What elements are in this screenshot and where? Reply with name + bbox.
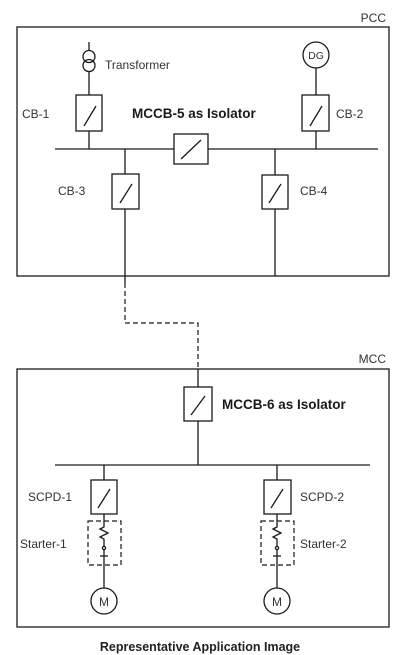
motor-feeder-2 xyxy=(260,465,295,615)
overload-relay-icon xyxy=(271,521,283,546)
scpd1-label: SCPD-1 xyxy=(28,490,72,504)
switch-contact-icon xyxy=(83,105,97,127)
switch-contact-icon xyxy=(268,183,282,204)
switch-contact-icon xyxy=(97,488,111,509)
transformer-label: Transformer xyxy=(105,58,170,72)
starter1-label: Starter-1 xyxy=(20,537,67,551)
starter2-label: Starter-2 xyxy=(300,537,347,551)
starter1-device xyxy=(87,520,122,566)
motor-icon xyxy=(263,587,291,615)
mcc-panel-border xyxy=(16,368,390,628)
transformer-icon xyxy=(82,49,96,73)
cb3-label: CB-3 xyxy=(58,184,86,198)
cb2-label: CB-2 xyxy=(336,107,364,121)
scpd2-label: SCPD-2 xyxy=(300,490,344,504)
overload-relay-icon xyxy=(98,521,110,546)
cb3-breaker xyxy=(111,149,140,283)
cb1-breaker xyxy=(75,94,103,132)
dg-label: DG xyxy=(308,50,324,62)
switch-contact-icon xyxy=(190,395,206,416)
cb4-label: CB-4 xyxy=(300,184,328,198)
motor2-label: M xyxy=(272,595,282,609)
cb1-label: CB-1 xyxy=(22,107,50,121)
starter2-device xyxy=(260,520,295,566)
cb4-breaker xyxy=(261,149,289,276)
motor-feeder-1 xyxy=(87,465,122,615)
caption: Representative Application Image xyxy=(100,640,300,654)
switch-contact-icon xyxy=(270,488,284,509)
transformer-feeder xyxy=(82,42,96,149)
switch-contact-icon xyxy=(119,183,133,204)
switch-contact-icon xyxy=(180,139,202,160)
mcc-label: MCC xyxy=(359,352,387,366)
cb2-breaker xyxy=(301,94,330,132)
motor1-label: M xyxy=(99,595,109,609)
pcc-panel-border xyxy=(16,26,390,277)
dg-feeder xyxy=(302,41,330,149)
pcc-label: PCC xyxy=(361,11,387,25)
scpd1-device xyxy=(90,479,118,515)
mccb5-label: MCCB-5 as Isolator xyxy=(132,106,257,121)
switch-contact-icon xyxy=(309,105,323,127)
mccb5-isolator xyxy=(173,133,209,165)
mccb6-label: MCCB-6 as Isolator xyxy=(222,397,347,412)
interconnecting-cable xyxy=(124,283,199,369)
motor-icon xyxy=(90,587,118,615)
mccb6-isolator xyxy=(183,369,213,465)
scpd2-device xyxy=(263,479,292,515)
